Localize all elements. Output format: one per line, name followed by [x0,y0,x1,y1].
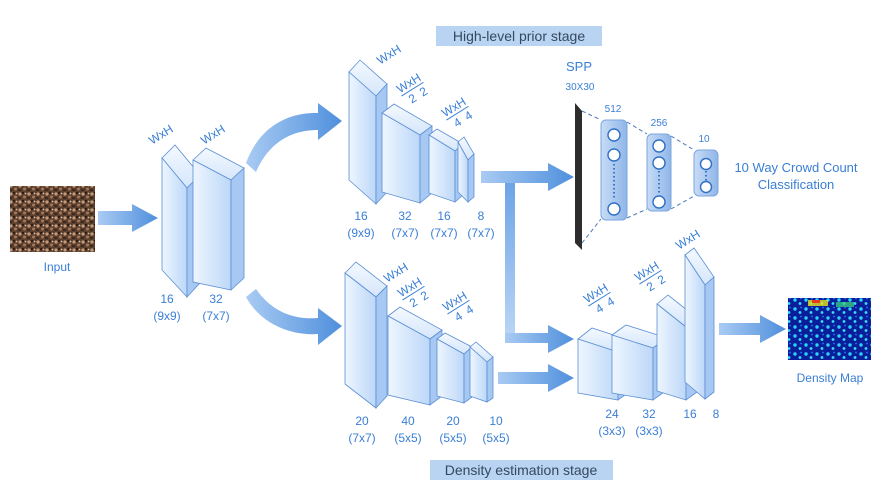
prior-channels-4: 8 [478,209,485,223]
dim-label-shared-2: WxH [198,122,227,148]
fc-label-512: 512 [605,104,622,115]
svg-text:4: 4 [463,302,476,318]
arrow-input [98,204,158,232]
density-conv-block-4 [469,341,494,403]
density-kernel-1: (7x7) [348,431,375,445]
svg-text:4: 4 [451,115,464,131]
density-kernel-4: (5x5) [482,431,509,445]
shared-kernel-2: (7x7) [202,309,229,323]
prior-dim-half: WxH 2 2 [394,70,430,107]
shared-channels-2: 32 [209,292,223,306]
classification-line-2: Classification [758,177,835,192]
svg-text:2: 2 [406,91,419,107]
prior-dim-full: WxH [374,42,403,68]
spp-size: 30X30 [566,82,595,93]
fusion-channels-2: 32 [642,407,656,421]
prior-kernel-3: (7x7) [430,226,457,240]
svg-text:2: 2 [655,272,668,288]
prior-conv-block-2 [381,103,433,204]
density-conv-block-3 [436,332,473,404]
fusion-channels-1: 24 [605,407,619,421]
density-channels-4: 10 [489,414,503,428]
stage-title-top: High-level prior stage [453,28,585,44]
input-label: Input [44,260,71,274]
density-map-label: Density Map [797,371,864,385]
svg-text:2: 2 [418,288,431,304]
shared-conv-block-2 [192,147,245,291]
prior-channels-1: 16 [354,209,368,223]
prior-conv-block-1 [348,59,388,206]
stage-label-bg-bottom [430,460,613,480]
arrow-prior-to-spp [481,163,574,191]
svg-text:2: 2 [644,279,657,295]
arrow-to-prior [246,103,342,172]
arrow-density-to-fusion [498,364,574,392]
classification-line-1: 10 Way Crowd Count [734,160,857,175]
spp-plane [575,103,582,250]
stage-title-bottom: Density estimation stage [445,462,598,478]
density-dim-quarter: WxH 4 4 [440,288,476,325]
fusion-dim-full: WxH [673,227,702,253]
prior-channels-2: 32 [398,209,412,223]
density-channels-1: 20 [355,414,369,428]
input-image [10,186,95,252]
fusion-channels-3: 16 [683,407,697,421]
prior-dim-quarter: WxH 4 4 [439,94,475,131]
density-map-image [788,298,871,360]
svg-text:4: 4 [462,108,475,124]
spp-title: SPP [566,59,592,74]
prior-kernel-2: (7x7) [391,226,418,240]
shared-channels-1: 16 [160,292,174,306]
density-kernel-2: (5x5) [394,431,421,445]
shared-kernel-1: (9x9) [153,309,180,323]
density-kernel-3: (5x5) [439,431,466,445]
density-conv-block-1 [344,261,388,410]
fusion-kernel-2: (3x3) [635,424,662,438]
fusion-channels-4: 8 [713,407,720,421]
prior-kernel-1: (9x9) [347,226,374,240]
arrow-prior-down [505,183,515,333]
fc-label-256: 256 [651,118,668,129]
fc-layer-512 [600,119,628,221]
fusion-kernel-1: (3x3) [598,424,625,438]
fusion-dim-quarter: WxH 4 4 [581,280,617,317]
svg-text:2: 2 [407,295,420,311]
svg-text:2: 2 [417,84,430,100]
density-channels-3: 20 [446,414,460,428]
prior-conv-block-4 [457,136,475,203]
fusion-dim-half: WxH 2 2 [632,258,668,295]
prior-channels-3: 16 [437,209,451,223]
svg-text:4: 4 [604,294,617,310]
fc-label-10: 10 [698,134,710,145]
stage-label-bg-top [436,26,602,46]
fc-layer-10 [693,149,719,197]
fc-layer-256 [646,133,672,212]
density-conv-block-2 [387,306,443,406]
arrow-to-output [719,315,786,343]
prior-kernel-4: (7x7) [467,226,494,240]
arrow-to-density [246,289,342,345]
dim-label-shared-1: WxH [146,122,175,148]
fusion-conv-block-4 [684,247,715,400]
arrow-prior-to-fusion [505,325,574,353]
svg-text:4: 4 [452,309,465,325]
density-channels-2: 40 [401,414,415,428]
svg-text:4: 4 [593,301,606,317]
